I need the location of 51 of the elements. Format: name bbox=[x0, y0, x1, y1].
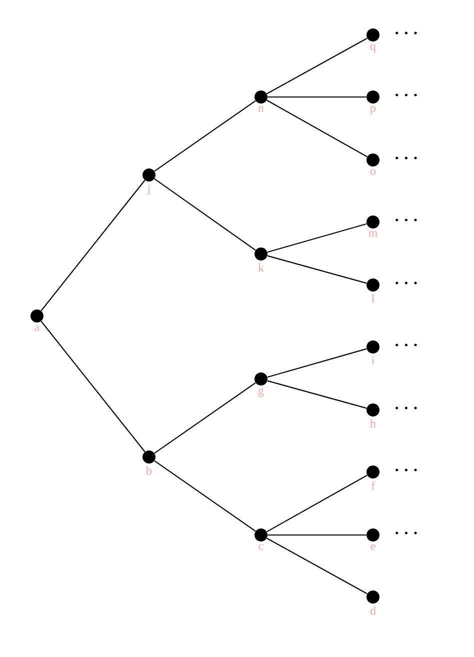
tree-node bbox=[142, 450, 156, 464]
edge bbox=[154, 178, 256, 251]
edge bbox=[40, 320, 146, 452]
edge bbox=[266, 100, 368, 158]
edge bbox=[267, 348, 367, 378]
node-label: l bbox=[372, 294, 374, 303]
edge bbox=[40, 180, 146, 312]
node-label: g bbox=[258, 388, 264, 397]
edge bbox=[268, 534, 366, 536]
edge bbox=[268, 96, 366, 98]
tree-node bbox=[366, 28, 380, 42]
node-label: q bbox=[370, 44, 376, 53]
node-label: f bbox=[371, 481, 375, 490]
edge bbox=[266, 474, 368, 532]
edge bbox=[154, 100, 256, 172]
edge bbox=[267, 255, 367, 284]
node-label: b bbox=[146, 466, 152, 475]
tree-node bbox=[366, 590, 380, 604]
edge bbox=[267, 223, 367, 253]
tree-node bbox=[30, 310, 44, 322]
tree-node bbox=[254, 372, 268, 386]
node-label: o bbox=[370, 169, 376, 175]
tree-node bbox=[142, 168, 156, 182]
node-label: h bbox=[370, 419, 376, 428]
edge bbox=[154, 382, 256, 454]
tree-node bbox=[366, 404, 380, 416]
node-label: n bbox=[258, 106, 264, 112]
tree-node bbox=[254, 248, 268, 260]
tree-node bbox=[366, 90, 380, 104]
node-label: j bbox=[146, 184, 150, 195]
tree-node bbox=[254, 528, 268, 542]
tree-node bbox=[366, 340, 380, 354]
tree-node bbox=[254, 90, 268, 104]
tree-node bbox=[366, 216, 380, 228]
tree-node bbox=[366, 466, 380, 478]
node-label: e bbox=[370, 544, 376, 550]
node-label: i bbox=[372, 356, 374, 364]
node-label: p bbox=[370, 106, 376, 114]
edge bbox=[267, 380, 367, 409]
node-label: m bbox=[368, 231, 378, 237]
node-label: d bbox=[370, 606, 376, 615]
node-label: k bbox=[258, 263, 264, 272]
edge bbox=[266, 38, 368, 94]
tree-node bbox=[366, 528, 380, 542]
node-label: c bbox=[258, 544, 264, 550]
tree-node bbox=[366, 278, 380, 292]
edge bbox=[266, 538, 368, 594]
node-label: a bbox=[34, 325, 40, 331]
tree-node bbox=[366, 154, 380, 166]
edge bbox=[154, 460, 256, 532]
ellipsis: · · · bbox=[396, 532, 417, 534]
